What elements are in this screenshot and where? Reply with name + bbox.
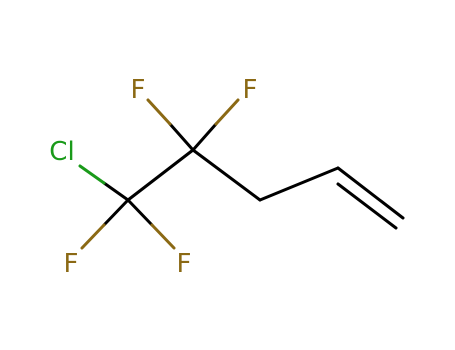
bond-c1-f-left bbox=[80, 198, 130, 250]
bond-c2-c3 bbox=[191, 148, 262, 202]
atom-label-f-bottom-right: F bbox=[177, 249, 192, 279]
atom-label-f-top-right: F bbox=[243, 75, 258, 105]
bond-c2-f-left bbox=[146, 98, 195, 152]
bond-c4-c5-outer bbox=[336, 166, 405, 220]
bond-c1-f-right bbox=[126, 198, 176, 250]
bond-c1-c2 bbox=[126, 148, 195, 202]
bond-c2-f-right bbox=[191, 98, 240, 152]
carbon-bonds bbox=[126, 148, 405, 230]
bond-c1-cl bbox=[78, 164, 130, 202]
atom-label-f-bottom-left: F bbox=[64, 249, 79, 279]
bond-c4-c5-inner bbox=[336, 182, 398, 230]
bond-c3-c4 bbox=[258, 166, 340, 202]
atom-label-f-top-left: F bbox=[131, 75, 146, 105]
atom-label-cl: Cl bbox=[49, 137, 74, 167]
